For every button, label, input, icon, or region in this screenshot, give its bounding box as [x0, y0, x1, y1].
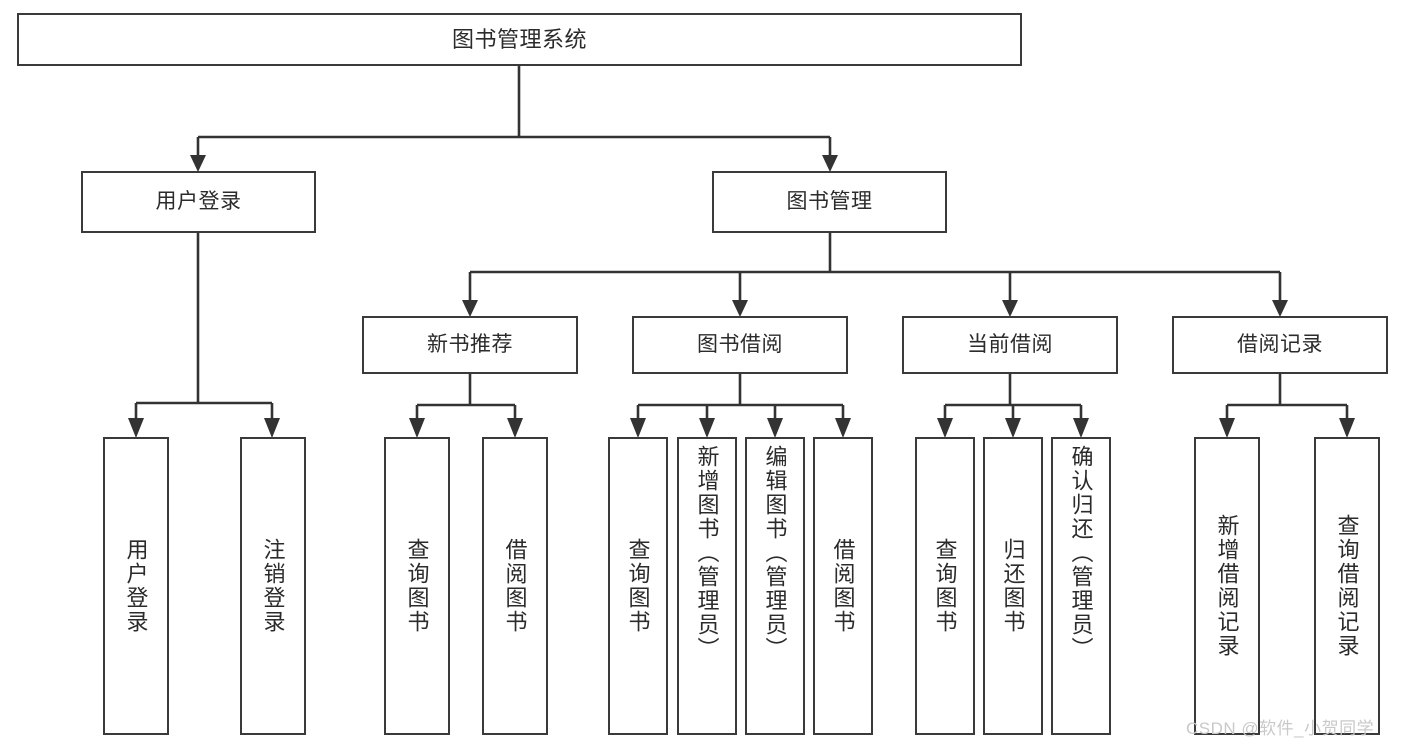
node-leaf-edit-book[interactable]: 编辑图书（管理员） [745, 437, 805, 735]
arrowhead-leaf-add-book [699, 418, 715, 438]
arrowhead-current-borrow [1002, 300, 1018, 317]
node-leaf-add-record[interactable]: 新增借阅记录 [1194, 437, 1260, 735]
arrowhead-user-login [190, 155, 206, 172]
node-leaf-borrow-book-2-label: 借阅图书 [830, 538, 856, 634]
node-book-manage-label: 图书管理 [786, 189, 873, 213]
node-leaf-return-book[interactable]: 归还图书 [983, 437, 1043, 735]
node-leaf-user-login-label: 用户登录 [123, 538, 149, 634]
node-leaf-query-book-1[interactable]: 查询图书 [384, 437, 450, 735]
node-leaf-logout[interactable]: 注销登录 [240, 437, 306, 735]
node-leaf-query-record[interactable]: 查询借阅记录 [1314, 437, 1380, 735]
node-leaf-borrow-book-1[interactable]: 借阅图书 [482, 437, 548, 735]
node-root-label: 图书管理系统 [451, 26, 587, 52]
arrowhead-leaf-edit-book [767, 418, 783, 438]
node-leaf-borrow-book-2[interactable]: 借阅图书 [813, 437, 873, 735]
node-leaf-query-book-2[interactable]: 查询图书 [608, 437, 668, 735]
node-leaf-return-book-label: 归还图书 [1000, 538, 1026, 634]
arrowhead-leaf-query-book-1 [409, 418, 425, 438]
arrowhead-book-borrow [732, 300, 748, 317]
node-leaf-user-login[interactable]: 用户登录 [103, 437, 169, 735]
node-borrow-record-label: 借阅记录 [1237, 332, 1323, 356]
node-leaf-query-book-3[interactable]: 查询图书 [915, 437, 975, 735]
node-leaf-logout-label: 注销登录 [260, 538, 286, 634]
node-root[interactable]: 图书管理系统 [17, 13, 1022, 66]
arrowhead-leaf-user-login [128, 418, 144, 438]
node-leaf-confirm-return[interactable]: 确认归还（管理员） [1051, 437, 1111, 735]
arrowhead-leaf-borrow-book-2 [835, 418, 851, 438]
node-leaf-query-book-1-label: 查询图书 [404, 538, 430, 634]
node-leaf-add-book-label: 新增图书（管理员） [694, 445, 720, 661]
node-current-borrow-label: 当前借阅 [967, 332, 1053, 356]
node-new-book-rec[interactable]: 新书推荐 [362, 316, 578, 374]
node-leaf-add-record-label: 新增借阅记录 [1214, 514, 1240, 658]
node-book-borrow[interactable]: 图书借阅 [632, 316, 848, 374]
node-borrow-record[interactable]: 借阅记录 [1172, 316, 1388, 374]
node-leaf-query-book-3-label: 查询图书 [932, 538, 958, 634]
node-book-manage[interactable]: 图书管理 [712, 171, 947, 233]
node-user-login[interactable]: 用户登录 [81, 171, 316, 233]
node-new-book-rec-label: 新书推荐 [427, 332, 513, 356]
arrowhead-book-manage [822, 155, 838, 172]
arrowhead-leaf-query-book-2 [630, 418, 646, 438]
csdn-watermark: CSDN @软件_小贺同学 [1186, 719, 1375, 738]
node-user-login-label: 用户登录 [155, 189, 242, 213]
arrowhead-leaf-add-record [1219, 418, 1235, 438]
node-leaf-borrow-book-1-label: 借阅图书 [502, 538, 528, 634]
arrowhead-leaf-query-record [1339, 418, 1355, 438]
node-leaf-query-book-2-label: 查询图书 [625, 538, 651, 634]
arrowhead-leaf-confirm-return [1073, 418, 1089, 438]
node-leaf-edit-book-label: 编辑图书（管理员） [762, 445, 788, 661]
node-leaf-add-book[interactable]: 新增图书（管理员） [677, 437, 737, 735]
node-current-borrow[interactable]: 当前借阅 [902, 316, 1118, 374]
arrowhead-leaf-return-book [1005, 418, 1021, 438]
node-leaf-confirm-return-label: 确认归还（管理员） [1068, 445, 1094, 661]
node-leaf-query-record-label: 查询借阅记录 [1334, 514, 1360, 658]
arrowhead-new-book-rec [462, 300, 478, 317]
arrowhead-leaf-logout [264, 418, 280, 438]
arrowhead-leaf-query-book-3 [937, 418, 953, 438]
arrowhead-borrow-record [1272, 300, 1288, 317]
node-book-borrow-label: 图书借阅 [697, 332, 783, 356]
arrowhead-leaf-borrow-book-1 [507, 418, 523, 438]
